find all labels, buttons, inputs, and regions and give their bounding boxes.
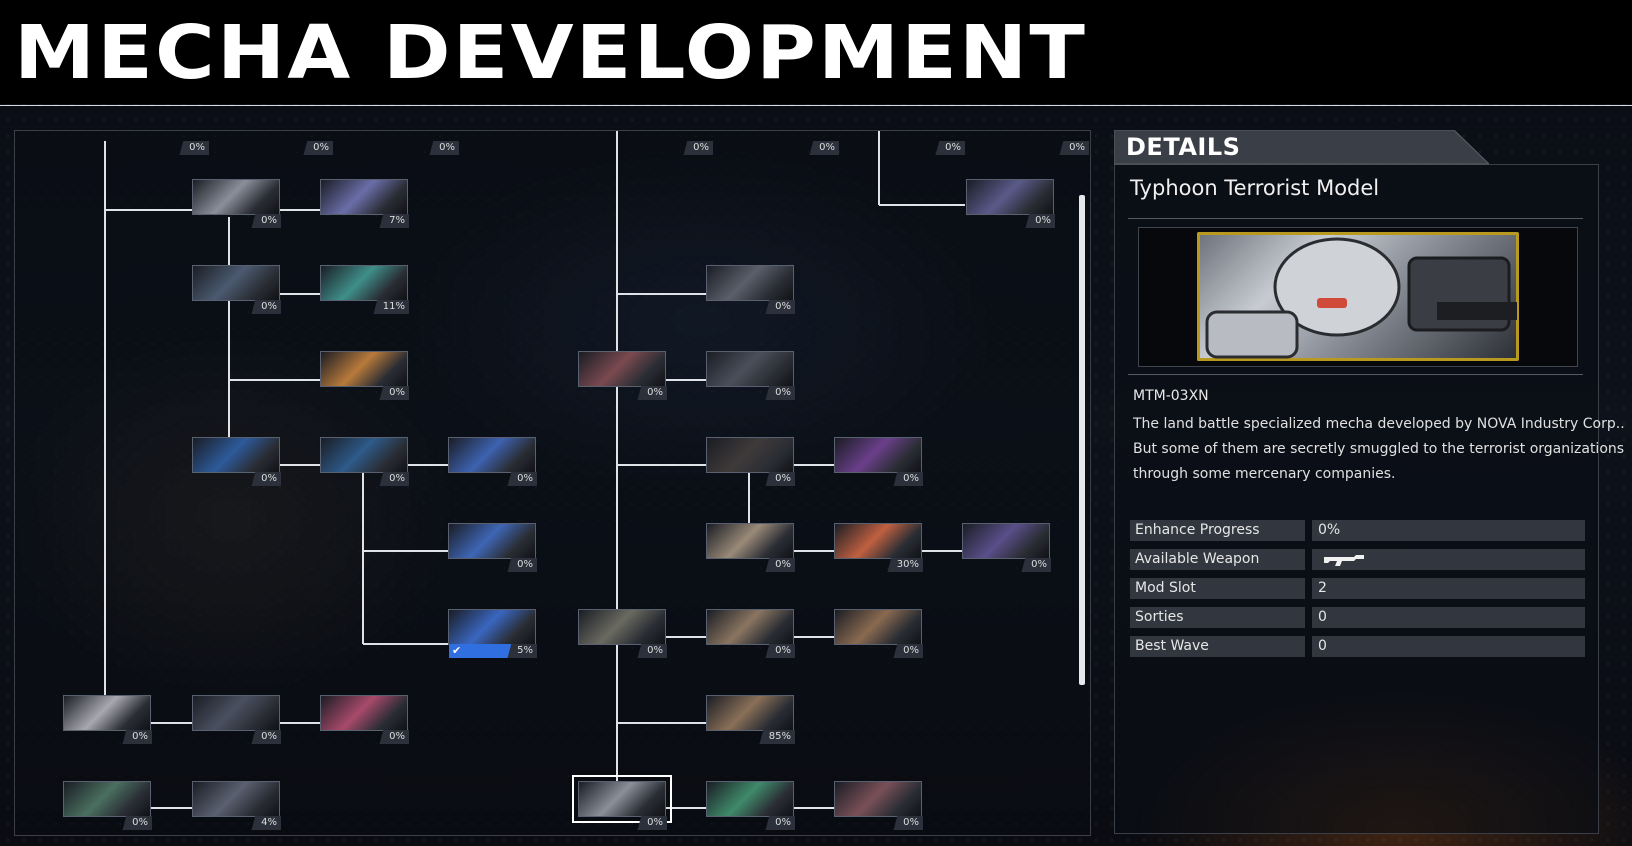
stub-node-6: 0% [875, 131, 965, 155]
mecha-name: Typhoon Terrorist Model [1130, 176, 1380, 200]
mecha-portrait [1197, 232, 1519, 361]
stat-best-wave: Best Wave 0 [1130, 636, 1585, 657]
stub-node-7: 0% [999, 131, 1089, 155]
mecha-node[interactable]: 0% [706, 781, 795, 830]
mecha-node[interactable]: 0% [192, 179, 281, 228]
mecha-node[interactable]: 0% [834, 609, 923, 658]
mecha-node[interactable]: 0% [192, 695, 281, 744]
mecha-node-selected[interactable]: ✔ 5% [448, 609, 537, 658]
mecha-node[interactable]: 0% [320, 351, 409, 400]
mecha-node[interactable]: 0% [448, 523, 537, 572]
mecha-node[interactable]: 0% [448, 437, 537, 486]
mecha-node[interactable]: 0% [966, 179, 1055, 228]
mecha-node[interactable]: 0% [63, 695, 152, 744]
mecha-node[interactable]: 0% [834, 781, 923, 830]
stub-node-4: 0% [623, 131, 713, 155]
divider [1128, 218, 1583, 219]
check-icon: ✔ [452, 644, 462, 657]
mecha-node[interactable]: 0% [63, 781, 152, 830]
mecha-node[interactable]: 0% [192, 265, 281, 314]
stat-enhance-progress: Enhance Progress 0% [1130, 520, 1585, 541]
stat-available-weapon: Available Weapon [1130, 549, 1585, 570]
stub-node-5: 0% [749, 131, 839, 155]
mecha-node[interactable]: 0% [834, 437, 923, 486]
mecha-node[interactable]: 0% [578, 351, 667, 400]
details-tab-label: DETAILS [1126, 133, 1241, 161]
divider [1128, 374, 1583, 375]
header-divider [0, 105, 1632, 106]
mecha-node[interactable]: 4% [192, 781, 281, 830]
progress-fill [449, 644, 511, 658]
stat-sorties: Sorties 0 [1130, 607, 1585, 628]
model-code: MTM-03XN [1133, 388, 1209, 404]
mecha-node[interactable]: 85% [706, 695, 795, 744]
tech-tree-panel: 0% 0% 0% 0% 0% 0% 0% 0% 7% 0% 11% 0% 0% … [14, 130, 1091, 836]
mecha-node[interactable]: 0% [320, 695, 409, 744]
mecha-node-current[interactable]: 0% [572, 775, 672, 830]
stat-mod-slot: Mod Slot 2 [1130, 578, 1585, 599]
mecha-node[interactable]: 0% [578, 609, 667, 658]
tree-connectors [104, 131, 965, 809]
mecha-node[interactable]: 0% [706, 437, 795, 486]
rifle-icon [1324, 555, 1364, 566]
mecha-description: The land battle specialized mecha develo… [1133, 416, 1625, 482]
mecha-node[interactable]: 0% [706, 351, 795, 400]
mecha-node[interactable]: 7% [320, 179, 409, 228]
header-bar [0, 0, 1632, 104]
details-tab [1114, 130, 1489, 165]
mecha-node[interactable]: 0% [320, 437, 409, 486]
mecha-node[interactable]: 30% [834, 523, 923, 572]
mecha-node[interactable]: 0% [706, 609, 795, 658]
page-title: MECHA DEVELOPMENT [14, 10, 1088, 96]
mecha-preview-frame [1138, 227, 1578, 367]
mecha-node[interactable]: 0% [962, 523, 1051, 572]
stub-node-3: 0% [369, 131, 459, 155]
mecha-node[interactable]: 0% [192, 437, 281, 486]
mecha-node[interactable]: 0% [706, 523, 795, 572]
stub-node-2: 0% [243, 131, 333, 155]
mecha-node[interactable]: 11% [320, 265, 409, 314]
tree-scrollbar[interactable] [1079, 195, 1085, 685]
mecha-node[interactable]: 0% [706, 265, 795, 314]
stub-node-1: 0% [119, 131, 209, 155]
